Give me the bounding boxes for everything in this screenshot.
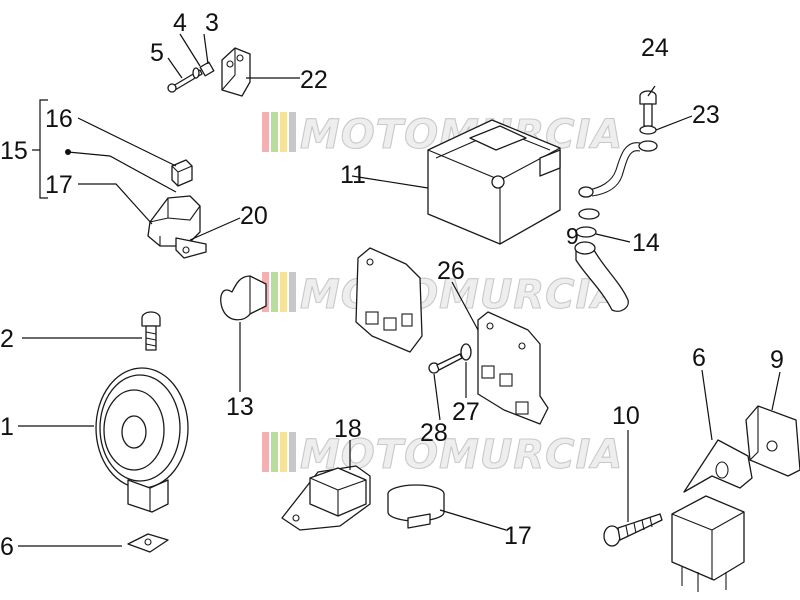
part-washer-14 xyxy=(575,208,600,238)
part-relay-18 xyxy=(281,465,371,531)
callout-27: 27 xyxy=(452,398,480,426)
callout-26: 26 xyxy=(437,257,465,285)
part-fuse-16 xyxy=(171,159,193,187)
callout-17: 17 xyxy=(45,171,73,199)
callout-20: 20 xyxy=(240,202,268,230)
watermark-middle: MOTOMURCIA xyxy=(262,271,623,319)
part-bracket-22 xyxy=(221,47,251,97)
part-plate-26-front xyxy=(477,311,549,425)
part-washer-4 xyxy=(192,67,200,79)
callout-6: 6 xyxy=(0,533,14,561)
callout-9-small: 9 xyxy=(566,223,579,249)
callout-22: 22 xyxy=(300,66,328,94)
watermark-text: MOTOMURCIA xyxy=(300,272,623,318)
part-horn-1 xyxy=(95,367,189,513)
watermark-text: MOTOMURCIA xyxy=(300,432,623,478)
callout-28: 28 xyxy=(420,419,448,447)
part-nut-6 xyxy=(127,533,169,553)
callout-24: 24 xyxy=(641,34,669,62)
callout-15: 15 xyxy=(0,137,28,165)
part-relay-bracket-6 xyxy=(671,439,753,592)
callout-23: 23 xyxy=(692,101,720,129)
callout-3: 3 xyxy=(205,9,219,37)
part-washer-27 xyxy=(460,343,472,361)
watermark-bottom: MOTOMURCIA xyxy=(262,431,623,479)
part-nut-3 xyxy=(199,61,215,77)
part-fuse-holder-20 xyxy=(147,195,207,259)
part-cable xyxy=(578,142,641,198)
part-screw-10 xyxy=(603,513,663,547)
callout-10: 10 xyxy=(612,402,640,430)
callout-13: 13 xyxy=(226,393,254,421)
callout-2: 2 xyxy=(0,325,14,353)
callout-11: 11 xyxy=(340,161,366,189)
callout-9: 9 xyxy=(770,346,784,374)
callout-5: 5 xyxy=(150,39,164,67)
part-clip-13 xyxy=(220,275,267,321)
callout-1: 1 xyxy=(0,413,14,441)
callout-17-clamp: 17 xyxy=(504,522,532,550)
part-clamp-17 xyxy=(387,484,445,529)
part-bolt-2 xyxy=(141,311,161,351)
part-screw-28 xyxy=(428,353,463,374)
callout-15-dot xyxy=(65,149,71,155)
part-bolt-24 xyxy=(639,90,657,127)
part-battery-11 xyxy=(427,119,561,245)
callout-6-bracket: 6 xyxy=(692,344,706,372)
leader-lines xyxy=(18,33,781,547)
callout-16: 16 xyxy=(45,105,73,133)
callout-4: 4 xyxy=(173,9,187,37)
part-plate-9 xyxy=(745,405,800,477)
part-hose-14 xyxy=(574,241,629,312)
part-plate-26-back xyxy=(355,247,423,353)
callout-18: 18 xyxy=(334,415,362,443)
part-washer-23 xyxy=(638,125,658,152)
callout-14: 14 xyxy=(632,229,660,257)
